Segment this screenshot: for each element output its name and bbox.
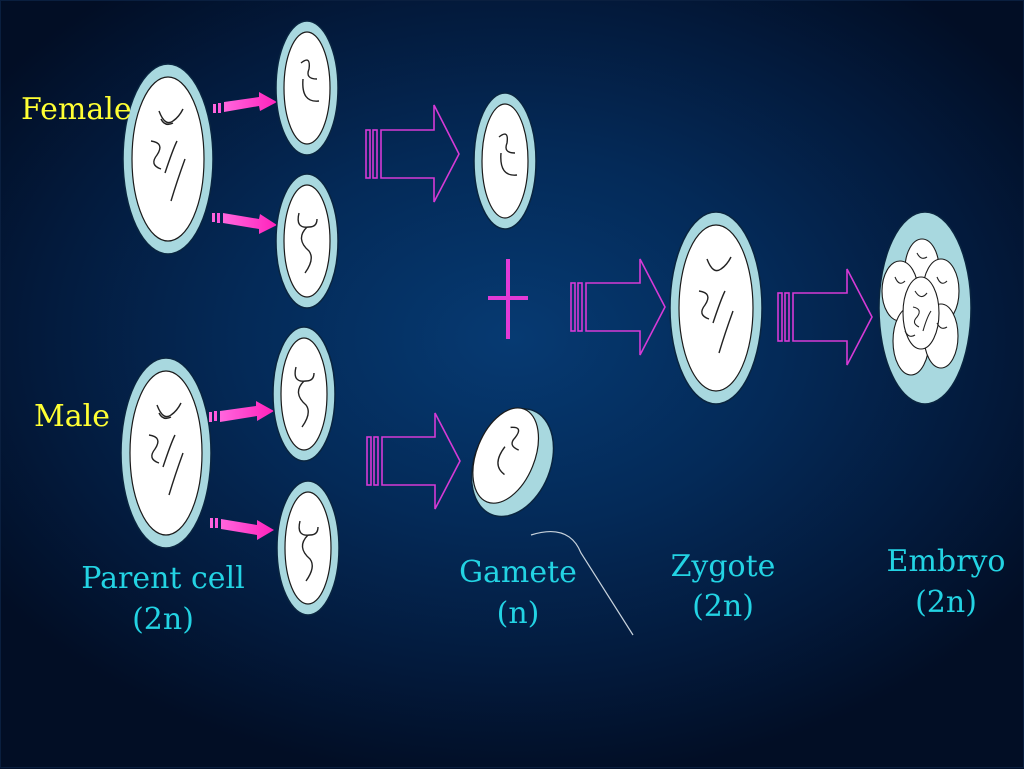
male-parent-chromosomes	[148, 402, 184, 496]
chromosomes-zygote	[698, 256, 734, 354]
chromosomes-embryo	[894, 252, 948, 337]
pink-arrow-male-bottom	[210, 518, 274, 540]
female-label: Female	[21, 92, 132, 127]
chromosomes-male-daughter-top	[294, 366, 315, 428]
pink-arrow-female-bottom	[212, 213, 277, 234]
chromosomes-male-daughter-bottom	[298, 520, 319, 582]
chromosomes-female-daughter-top	[300, 59, 320, 102]
male-daughter-cell-bottom	[276, 480, 340, 616]
chromosomes-male-gamete	[497, 426, 520, 476]
zygote-cell	[669, 211, 763, 405]
pointer-line	[530, 531, 634, 636]
outline-arrow-to-zygote	[570, 258, 666, 356]
plus-sign	[488, 259, 528, 339]
parent-cell-ploidy: (2n)	[132, 602, 194, 637]
female-parent-cell	[122, 63, 214, 255]
male-label: Male	[34, 399, 110, 434]
pink-arrow-female-top	[213, 92, 277, 113]
male-gamete-cell	[470, 407, 555, 518]
chromosomes-female-gamete	[498, 133, 518, 176]
female-parent-chromosomes	[150, 108, 186, 202]
female-daughter-cell-bottom	[275, 173, 339, 309]
embryo-label: Embryo	[887, 544, 1006, 579]
female-daughter-cell-top	[275, 20, 339, 156]
pink-arrow-male-top	[209, 401, 274, 422]
male-parent-cell	[120, 357, 212, 549]
embryo-ploidy: (2n)	[915, 585, 977, 620]
gamete-ploidy: (n)	[497, 596, 540, 631]
embryo-cell-cluster	[878, 211, 972, 405]
male-daughter-cell-top	[272, 326, 336, 462]
outline-arrow-to-embryo	[777, 268, 873, 366]
embryo-blastomere	[902, 276, 940, 350]
outline-arrow-to-male-gamete	[366, 412, 461, 510]
zygote-label: Zygote	[671, 549, 776, 584]
zygote-ploidy: (2n)	[692, 589, 754, 624]
outline-arrow-to-female-gamete	[365, 104, 460, 203]
gamete-label: Gamete	[459, 555, 577, 590]
chromosomes-female-daughter-bottom	[297, 212, 318, 274]
female-gamete-cell	[473, 92, 537, 230]
parent-cell-label: Parent cell	[81, 561, 244, 596]
